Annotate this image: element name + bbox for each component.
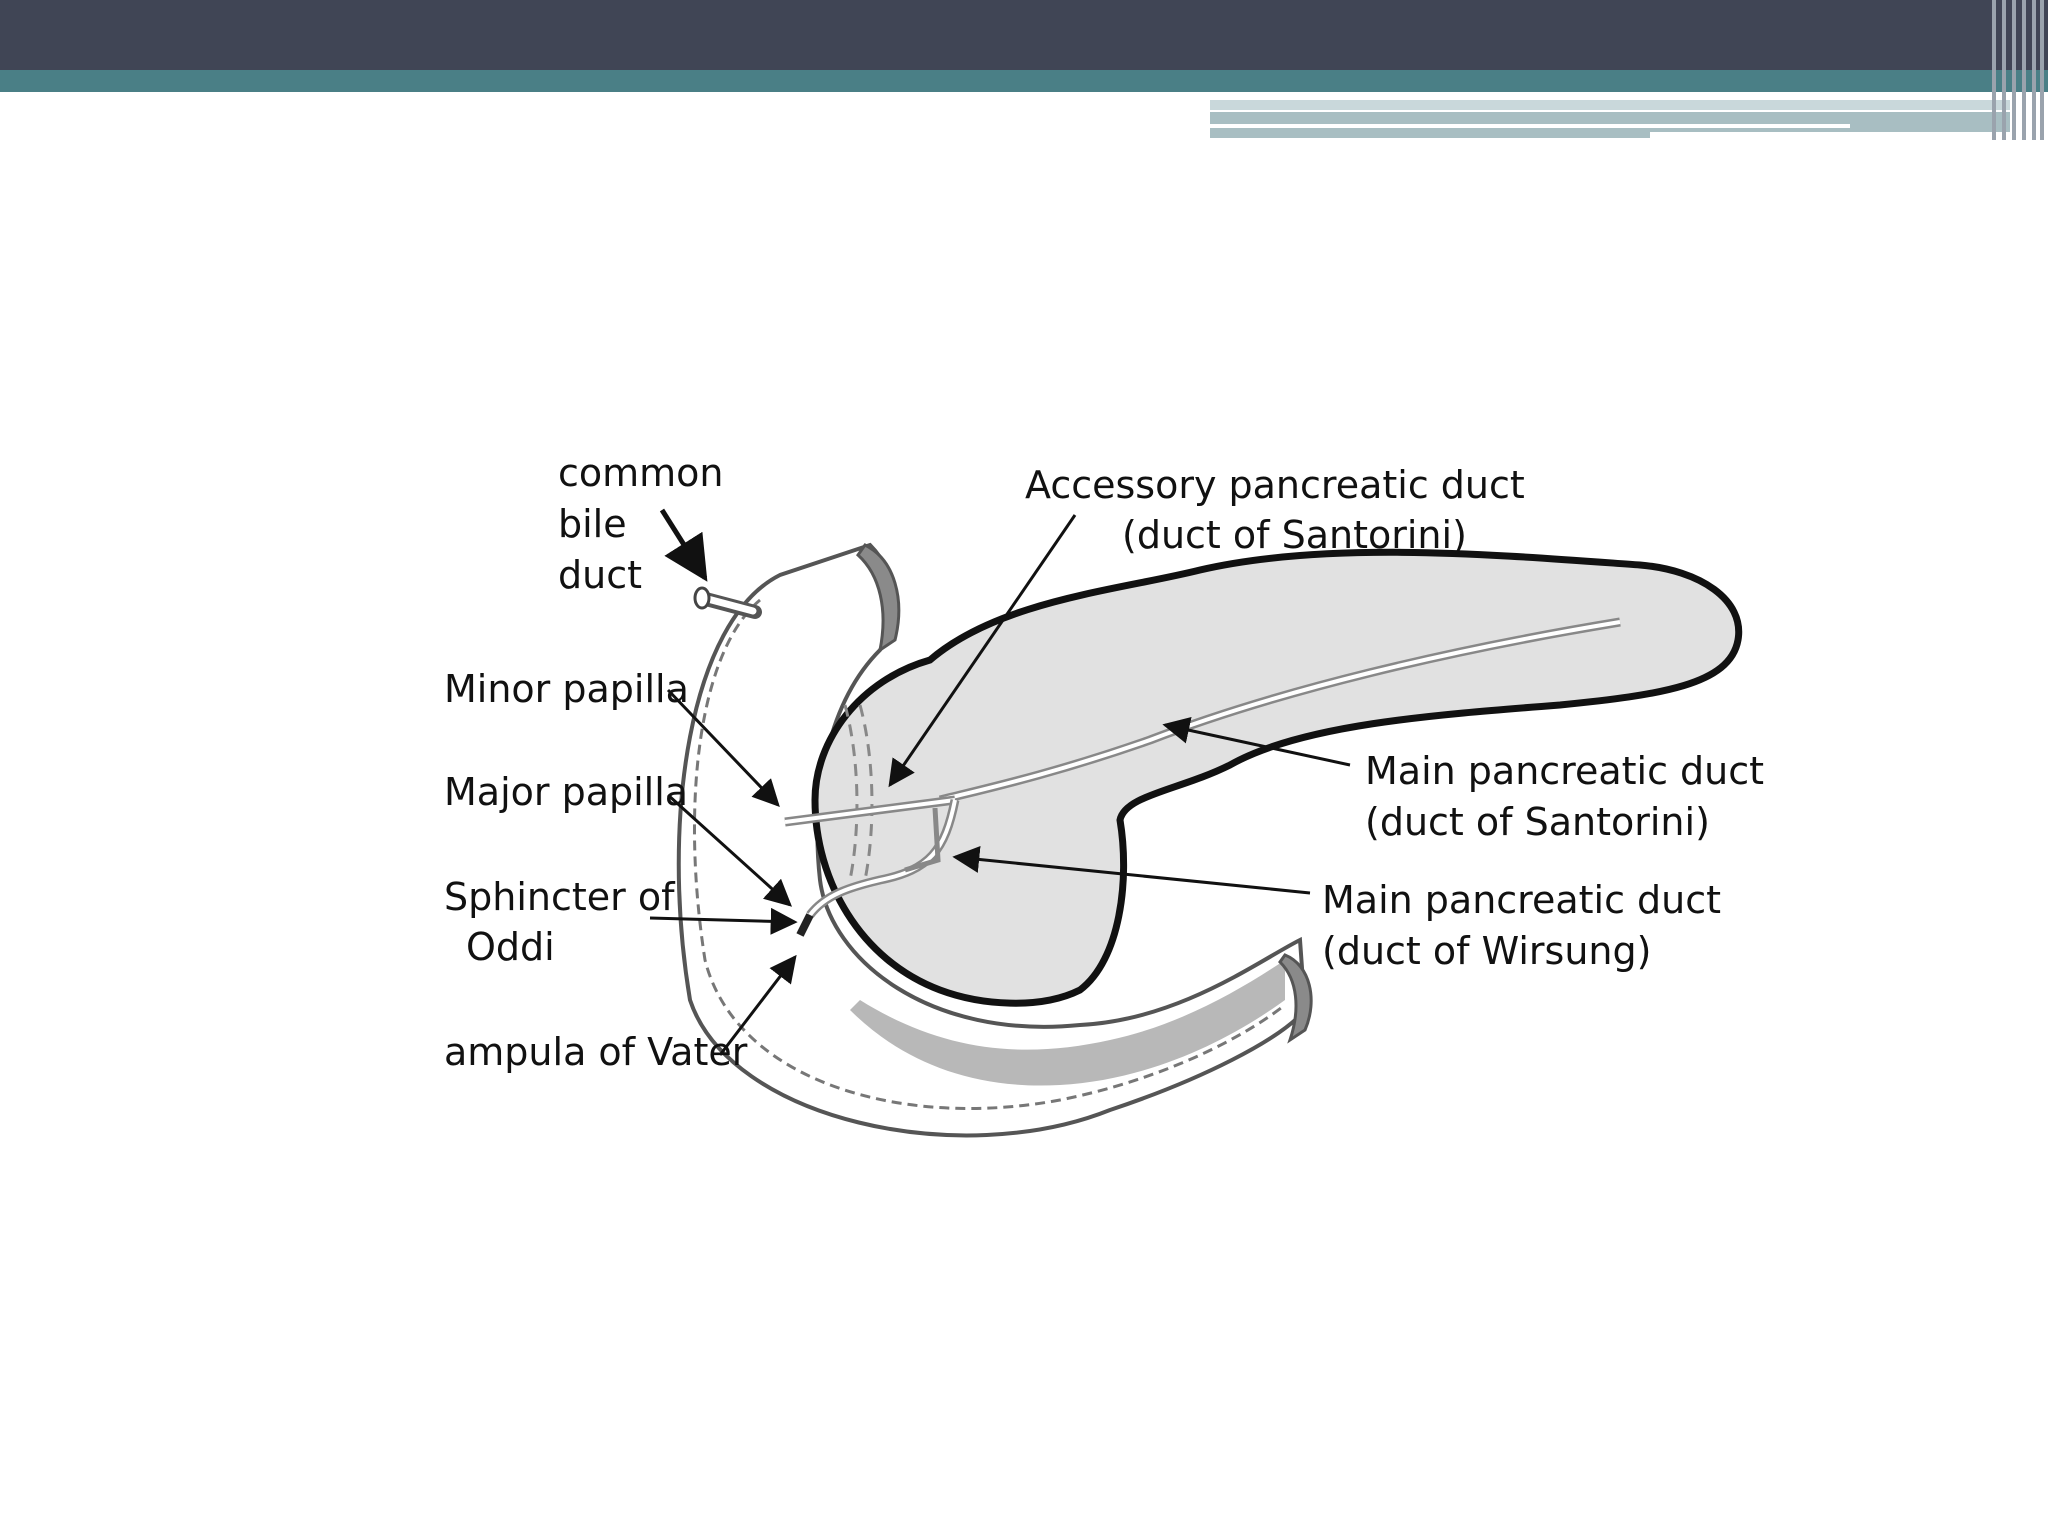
- main-pancreatic-duct: [938, 617, 1621, 805]
- slide-header-bar: [0, 0, 2048, 70]
- annotation-arrows: [649, 508, 1351, 1056]
- label-major-papilla: Major papilla: [444, 770, 688, 814]
- slide-divider-thin: [1210, 124, 1850, 128]
- accessory-pancreatic-duct: [784, 795, 956, 827]
- slide-divider-short: [1650, 132, 2010, 140]
- diagram-labels: common bile duct Minor papilla Major pap…: [444, 451, 1776, 1074]
- label-sphincter-of-oddi: Sphincter of Oddi: [444, 875, 687, 969]
- duct-of-wirsung: [796, 799, 960, 937]
- slide-accent-stripe: [0, 70, 2048, 92]
- pancreas: [811, 548, 1743, 1007]
- label-ampulla-of-vater: ampula of Vater: [444, 1030, 748, 1074]
- common-bile-duct: [693, 586, 762, 619]
- slide-accent-stripe-light: [1210, 100, 2010, 110]
- label-accessory-pancreatic-duct: Accessory pancreatic duct (duct of Santo…: [1025, 463, 1537, 557]
- label-common-bile-duct: common bile duct: [558, 451, 736, 597]
- slide-divider: [0, 92, 1210, 100]
- label-minor-papilla: Minor papilla: [444, 667, 689, 711]
- slide-edge-decoration: [1988, 0, 2048, 140]
- label-main-duct-wirsung: Main pancreatic duct (duct of Wirsung): [1322, 878, 1733, 973]
- label-main-duct-santorini: Main pancreatic duct (duct of Santorini): [1365, 749, 1776, 844]
